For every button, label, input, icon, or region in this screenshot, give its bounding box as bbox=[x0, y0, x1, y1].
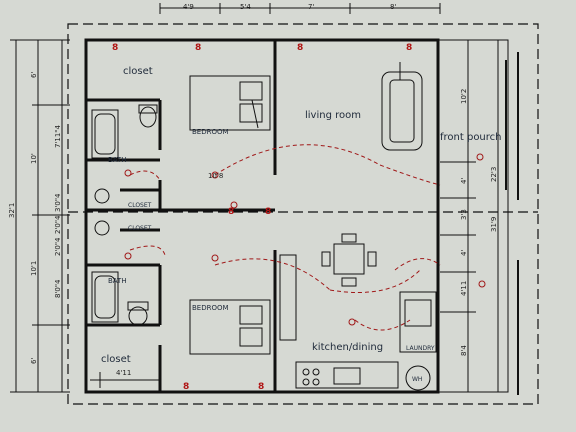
bed-bottom bbox=[189, 299, 271, 355]
dim-right-7: 8'4 bbox=[460, 345, 468, 356]
dim-left-2: 10' bbox=[30, 153, 38, 164]
dim-left-total: 32'1 bbox=[8, 203, 16, 218]
room-label-closet-bottom: closet bbox=[101, 354, 131, 365]
dim-inner-4: 2'0"4 bbox=[54, 237, 62, 256]
dim-inner-1: 7'11"4 bbox=[54, 124, 62, 148]
outlet-mark: 8 bbox=[112, 43, 118, 53]
dim-left-1: 6' bbox=[30, 72, 38, 78]
left-dimension-lines bbox=[10, 39, 70, 393]
dim-top-2: 5'4 bbox=[240, 3, 251, 11]
bathtub-bottom bbox=[91, 271, 119, 323]
outlet-mark: 8 bbox=[195, 43, 201, 53]
room-label-closet-small-2: CLOSET bbox=[128, 225, 152, 232]
sink-bottom bbox=[127, 301, 149, 311]
room-label-bedroom-bottom: BEDROOM bbox=[192, 304, 229, 312]
porch-outline bbox=[437, 39, 509, 393]
sofa bbox=[381, 62, 423, 151]
fixture-circle-2 bbox=[94, 220, 110, 236]
room-label-bath-top: BATH bbox=[108, 156, 127, 164]
outlet-mark: 8 bbox=[265, 207, 271, 217]
dim-top-4: 8' bbox=[390, 3, 396, 11]
room-label-kitchen-dining: kitchen/dining bbox=[312, 342, 383, 353]
property-boundary bbox=[67, 23, 539, 405]
dim-right-5: 4' bbox=[460, 250, 468, 256]
dim-closet-width: 4'11 bbox=[116, 369, 131, 377]
dim-inner-3: 2'0"4 bbox=[54, 215, 62, 234]
outlet-mark: 8 bbox=[258, 382, 264, 392]
room-label-living-room: living room bbox=[305, 110, 361, 121]
dim-top-3: 7' bbox=[308, 3, 314, 11]
toilet-bottom bbox=[128, 306, 148, 326]
room-label-bedroom-top: BEDROOM bbox=[192, 128, 229, 136]
bathtub-bottom-inner bbox=[94, 275, 116, 319]
dim-right-total: 31'9 bbox=[490, 217, 498, 232]
bed-top bbox=[189, 75, 271, 131]
dim-bed-top-misc: 10'8 bbox=[208, 172, 223, 180]
porch-railings bbox=[505, 52, 519, 395]
dim-right-2: 22'3 bbox=[490, 167, 498, 182]
toilet-top bbox=[139, 106, 157, 128]
outlet-mark: 8 bbox=[406, 43, 412, 53]
dim-inner-2: 3'0"4 bbox=[54, 193, 62, 212]
interior-walls bbox=[86, 40, 277, 392]
outlet-mark: 8 bbox=[228, 207, 234, 217]
dim-left-4: 6' bbox=[30, 358, 38, 364]
dim-left-3: 10'1 bbox=[30, 261, 38, 276]
bathtub-top-inner bbox=[94, 113, 116, 155]
room-label-closet-small: CLOSET bbox=[128, 202, 152, 209]
outlet-mark: 8 bbox=[297, 43, 303, 53]
switches bbox=[124, 153, 486, 326]
label-water-heater: WH bbox=[412, 376, 422, 383]
kitchen-counter bbox=[279, 254, 399, 389]
laundry-unit bbox=[399, 291, 437, 391]
dim-top-1: 4'9 bbox=[183, 3, 194, 11]
sink-top bbox=[138, 104, 158, 114]
right-dimension-lines bbox=[440, 40, 499, 392]
room-label-bath-bottom: BATH bbox=[108, 277, 127, 285]
room-label-laundry: LAUNDRY bbox=[406, 345, 435, 352]
room-label-closet-top: closet bbox=[123, 66, 153, 77]
dim-right-3: 4' bbox=[460, 178, 468, 184]
dim-right-1: 10'2 bbox=[460, 89, 468, 104]
closet-shelves-bottom bbox=[90, 372, 160, 388]
room-label-front-pourch: front pourch bbox=[440, 132, 502, 143]
bathtub-top bbox=[91, 109, 119, 159]
fixture-circle-1 bbox=[94, 188, 110, 204]
dim-inner-5: 8'0"4 bbox=[54, 279, 62, 298]
electrical-outlets: 8 8 8 8 8 8 8 8 bbox=[112, 43, 412, 392]
dim-right-6: 4'11 bbox=[460, 281, 468, 296]
dim-right-4: 3'3 bbox=[460, 209, 468, 220]
wiring-paths bbox=[129, 144, 441, 331]
top-dimension-line bbox=[159, 3, 441, 14]
dining-table bbox=[321, 233, 377, 287]
outlet-mark: 8 bbox=[183, 382, 189, 392]
